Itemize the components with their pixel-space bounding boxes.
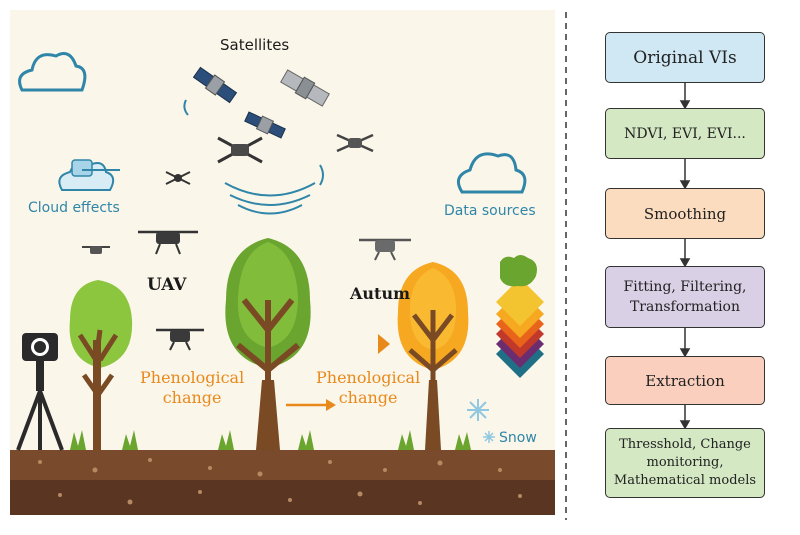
cloud-icon <box>456 152 527 194</box>
cloud-effects-icon <box>58 159 120 191</box>
flow-arrowhead <box>679 420 691 430</box>
tree-spring-icon <box>69 280 133 450</box>
soil-top <box>10 450 555 480</box>
data-sources-label: Data sources <box>444 203 536 219</box>
cloud-effects-label: Cloud effects <box>28 200 120 216</box>
wave-signal-icon <box>183 99 324 215</box>
flow-step-indices: NDVI, EVI, EVI... <box>605 108 765 159</box>
cloud-icon <box>18 52 87 92</box>
arrow-icon <box>286 399 336 411</box>
flow-step-fitting: Fitting, Filtering, Transformation <box>605 266 765 328</box>
flow-arrowhead <box>679 180 691 190</box>
soil-bottom <box>10 480 555 515</box>
flow-step-extraction: Extraction <box>605 356 765 405</box>
drone-icon <box>336 133 374 153</box>
tree-summer-icon <box>225 238 311 450</box>
flow-arrowhead <box>679 258 691 268</box>
drone-icon <box>217 136 263 164</box>
flow-step-methods: Thresshold, Change monitoring, Mathemati… <box>605 428 765 498</box>
drone-icon <box>82 246 110 254</box>
snowflake-icon <box>483 431 495 443</box>
uav-label: UAV <box>147 275 187 295</box>
drone-icon <box>359 238 411 261</box>
drone-icon <box>156 328 204 351</box>
arrow-icon <box>378 334 390 354</box>
grass-tufts <box>70 430 471 450</box>
phenological-change-label-1: Phenological change <box>140 368 245 407</box>
snow-label: Snow <box>499 430 537 446</box>
flow-step-original-vis: Original VIs <box>605 32 765 83</box>
snowflake-icon <box>467 399 489 421</box>
satellites-label: Satellites <box>220 36 290 54</box>
phenological-change-label-2: Phenological change <box>316 368 421 407</box>
flow-arrowhead <box>679 100 691 110</box>
satellite-icon <box>244 111 286 139</box>
satellite-icon <box>192 66 238 104</box>
drone-icon <box>165 171 191 185</box>
autumn-label: Autum <box>350 284 410 303</box>
tree-autumn-icon <box>397 262 469 450</box>
soil-pebbles <box>38 458 522 505</box>
satellite-icon <box>280 69 330 107</box>
flow-step-smoothing: Smoothing <box>605 188 765 239</box>
camera-tripod-icon <box>16 333 64 451</box>
leaf-stack-icon <box>496 255 544 378</box>
drone-icon <box>138 230 198 255</box>
flow-arrowhead <box>679 348 691 358</box>
